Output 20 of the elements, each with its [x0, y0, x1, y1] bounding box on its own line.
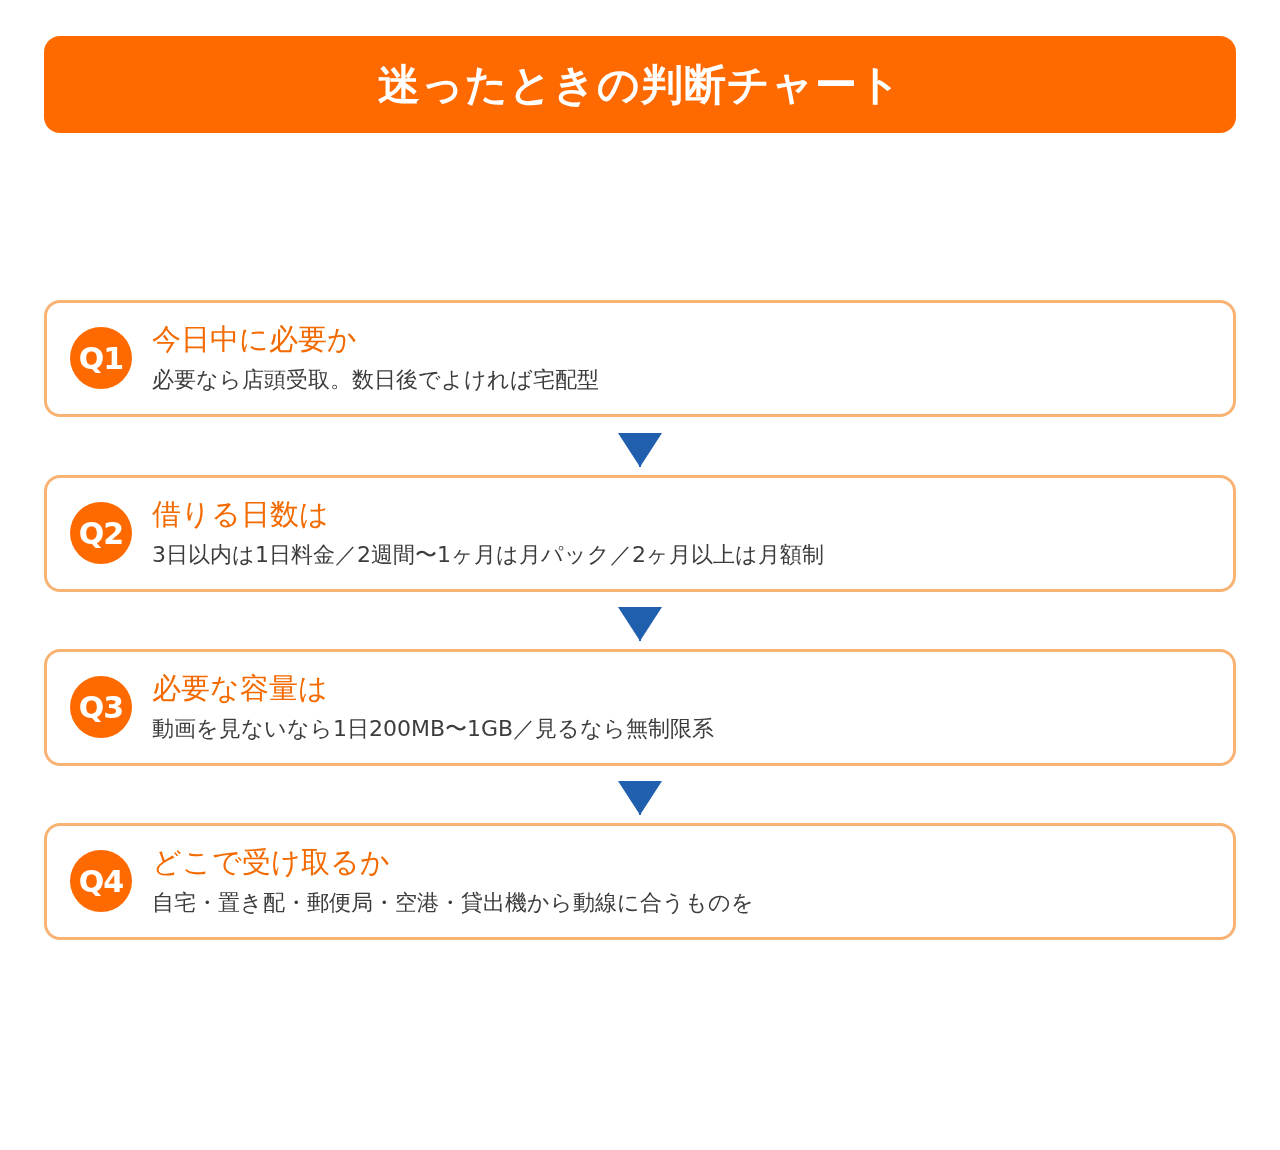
title-banner: 迷ったときの判断チャート	[44, 36, 1236, 133]
question-card	[44, 475, 1236, 592]
arrow	[618, 781, 662, 816]
question-card	[44, 649, 1236, 766]
question-badge: Q1	[70, 327, 132, 389]
answer-text: 必要なら店頭受取。数日後でよければ宅配型	[152, 366, 599, 393]
question-card	[44, 823, 1236, 940]
answer-text: 3日以内は1日料金／2週間〜1ヶ月は月パック／2ヶ月以上は月額制	[152, 541, 824, 568]
question-heading: 借りる日数は	[152, 497, 329, 532]
arrow	[618, 607, 662, 642]
question-heading: 今日中に必要か	[152, 322, 357, 357]
question-badge: Q3	[70, 676, 132, 738]
arrow	[618, 433, 662, 468]
answer-text: 自宅・置き配・郵便局・空港・貸出機から動線に合うものを	[152, 889, 754, 916]
answer-text: 動画を見ないなら1日200MB〜1GB／見るなら無制限系	[152, 715, 715, 742]
question-badge: Q2	[70, 502, 132, 564]
question-badge: Q4	[70, 850, 132, 912]
question-card	[44, 300, 1236, 417]
question-heading: どこで受け取るか	[152, 845, 390, 880]
question-heading: 必要な容量は	[152, 671, 328, 706]
